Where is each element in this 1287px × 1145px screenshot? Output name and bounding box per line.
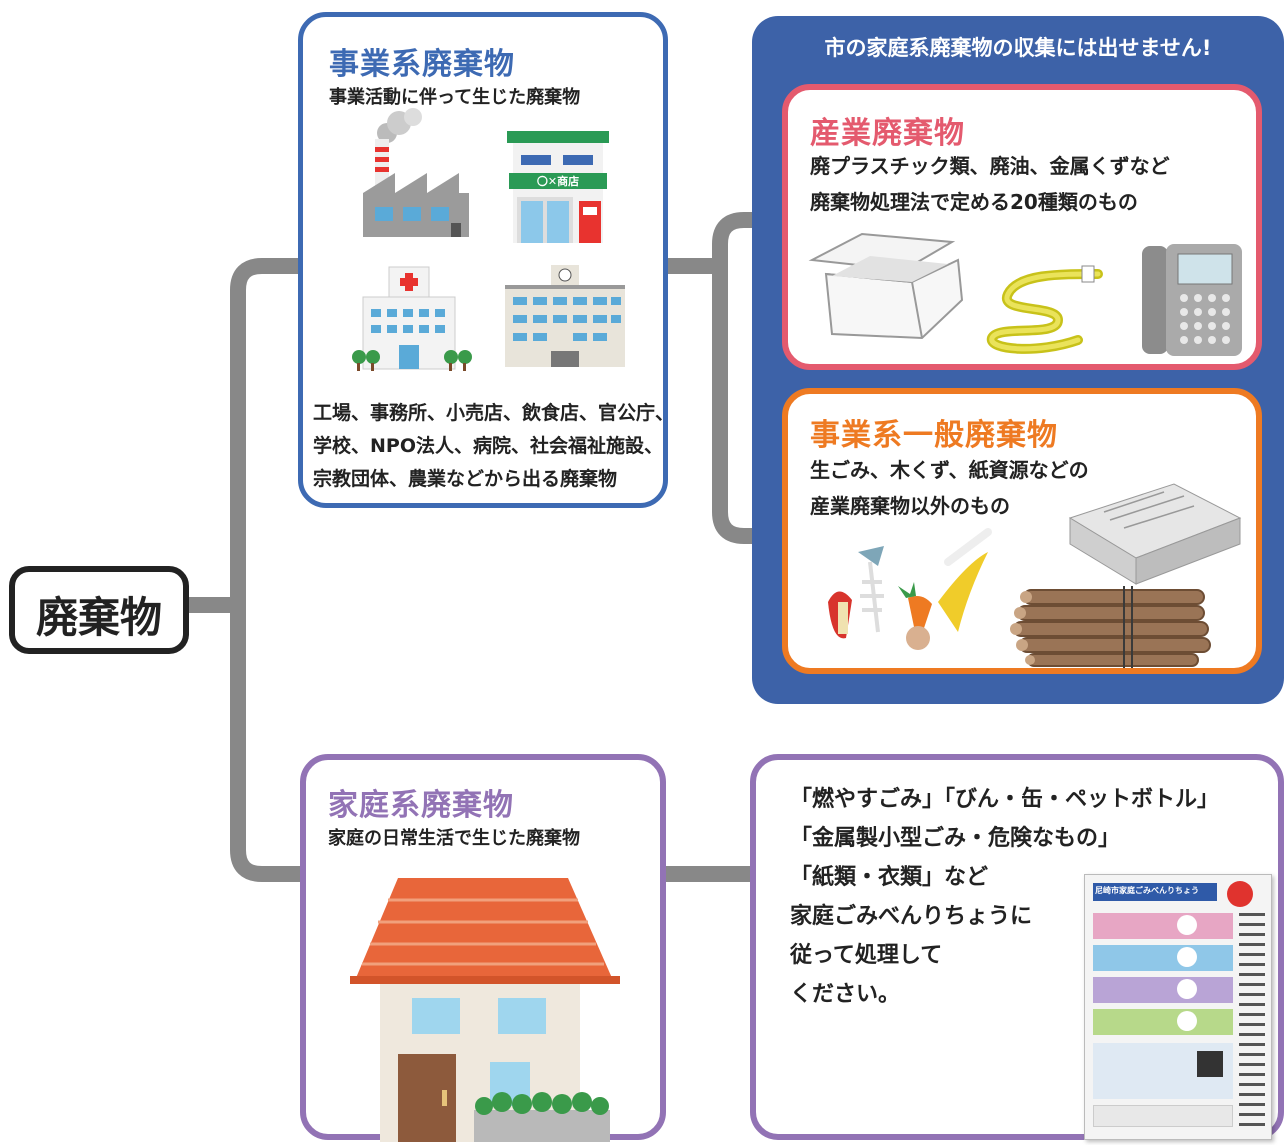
- business-waste-description: 工場、事務所、小売店、飲食店、官公庁、 学校、NPO法人、病院、社会福祉施設、 …: [313, 397, 674, 496]
- guidebook-circle: [1177, 915, 1197, 935]
- household-info-line: 従って処理して: [790, 943, 943, 968]
- household-info-line: 「紙類・衣類」など: [790, 865, 989, 890]
- guidebook-side-index: [1239, 913, 1265, 1127]
- guidebook-qr-code: [1197, 1051, 1223, 1077]
- school-illustration: [505, 265, 625, 367]
- guidebook-circle: [1177, 1011, 1197, 1031]
- household-info-line: 家庭ごみべんりちょうに: [790, 904, 1033, 929]
- guidebook-footer: [1093, 1105, 1233, 1127]
- business-description-line: 宗教団体、農業などから出る廃棄物: [313, 468, 618, 490]
- business-description-line: 学校、NPO法人、病院、社会福祉施設、: [313, 435, 663, 457]
- general-business-waste-card: 事業系一般廃棄物 生ごみ、木くず、紙資源などの 産業廃棄物以外のもの: [782, 388, 1262, 674]
- business-description-line: 工場、事務所、小売店、飲食店、官公庁、: [313, 402, 675, 424]
- business-waste-subtitle: 事業活動に伴って生じた廃棄物: [329, 87, 581, 108]
- business-waste-card: 事業系廃棄物 事業活動に伴って生じた廃棄物 〇✕商店: [298, 12, 674, 508]
- household-waste-card: 家庭系廃棄物 家庭の日常生活で生じた廃棄物: [300, 754, 666, 1142]
- guidebook-title: 尼崎市家庭ごみべんりちょう: [1095, 886, 1199, 895]
- house-illustration: [350, 878, 620, 1142]
- guidebook-circle: [1177, 947, 1197, 967]
- shop-illustration: 〇✕商店: [507, 131, 609, 243]
- guidebook-row-purple: [1093, 977, 1233, 1003]
- industrial-waste-card: 産業廃棄物 廃プラスチック類、廃油、金属くずなど 廃棄物処理法で定める20種類の…: [782, 84, 1262, 370]
- general-business-waste-title: 事業系一般廃棄物: [810, 418, 1058, 453]
- hospital-illustration: [352, 266, 472, 371]
- guidebook-illustration: 尼崎市家庭ごみべんりちょう: [1084, 874, 1272, 1140]
- guidebook-header: [1093, 883, 1217, 901]
- factory-illustration: [363, 108, 469, 237]
- household-info-card: 「燃やすごみ」「びん・缶・ペットボトル」 「金属製小型ごみ・危険なもの」 「紙類…: [750, 754, 1284, 1140]
- guidebook-row-pink: [1093, 913, 1233, 939]
- root-label: 廃棄物: [35, 593, 162, 642]
- notice-text: 市の家庭系廃棄物の収集には出せません!: [824, 36, 1212, 60]
- guidebook-stamp: [1227, 881, 1253, 907]
- guidebook-circle: [1177, 979, 1197, 999]
- household-waste-title: 家庭系廃棄物: [328, 788, 514, 823]
- root-node: 廃棄物: [9, 566, 189, 654]
- business-waste-title: 事業系廃棄物: [329, 47, 515, 82]
- food-scraps-illustration: [828, 528, 992, 650]
- guidebook-row-green: [1093, 1009, 1233, 1035]
- cable-illustration: [987, 265, 1103, 354]
- industrial-description-line: 廃棄物処理法で定める20種類のもの: [810, 190, 1138, 214]
- industrial-description-line: 廃プラスチック類、廃油、金属くずなど: [810, 154, 1170, 178]
- household-info-line: 「金属製小型ごみ・危険なもの」: [790, 826, 1121, 851]
- industrial-waste-title: 産業廃棄物: [810, 116, 965, 151]
- logs-illustration: [1010, 586, 1211, 668]
- household-info-line: 「燃やすごみ」「びん・缶・ペットボトル」: [790, 787, 1220, 812]
- styrofoam-box-illustration: [808, 232, 964, 340]
- industrial-waste-description: 廃プラスチック類、廃油、金属くずなど 廃棄物処理法で定める20種類のもの: [810, 148, 1170, 220]
- household-info-line: ください。: [790, 982, 901, 1007]
- general-business-description-line: 生ごみ、木くず、紙資源などの: [810, 458, 1089, 482]
- general-business-waste-description: 生ごみ、木くず、紙資源などの 産業廃棄物以外のもの: [810, 452, 1089, 524]
- newspaper-stack-illustration: [1068, 483, 1242, 585]
- shop-sign: 〇✕商店: [537, 174, 579, 188]
- household-info-text: 「燃やすごみ」「びん・缶・ペットボトル」 「金属製小型ごみ・危険なもの」 「紙類…: [790, 780, 1219, 1014]
- guidebook-row-blue: [1093, 945, 1233, 971]
- telephone-illustration: [1142, 244, 1242, 356]
- general-business-description-line: 産業廃棄物以外のもの: [810, 494, 1010, 518]
- household-waste-subtitle: 家庭の日常生活で生じた廃棄物: [328, 828, 580, 849]
